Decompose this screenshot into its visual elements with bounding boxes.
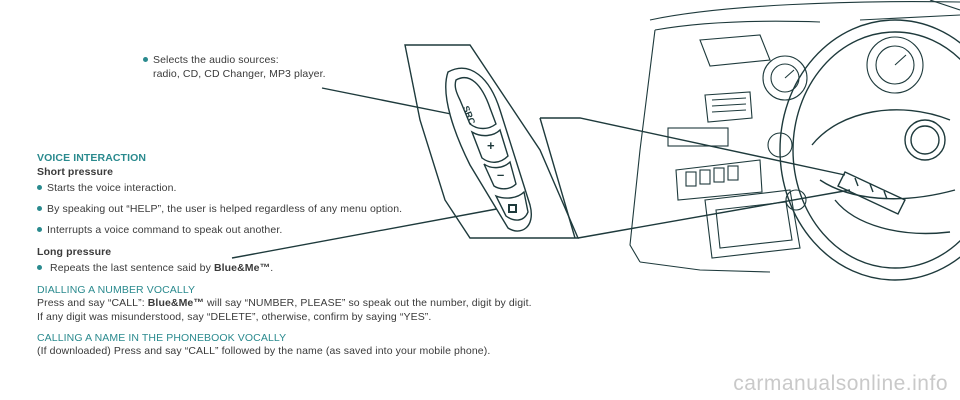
voice-heading: VOICE INTERACTION [37,152,147,164]
short-item-1: Starts the voice interaction. [37,182,177,195]
dialling-line-2: If any digit was misunderstood, say “DEL… [37,311,432,323]
leader-line-voice [231,207,503,259]
short-pressure-heading: Short pressure [37,166,114,178]
long-item-text: Repeats the last sentence said by [50,262,214,274]
dialling-line-1-suffix: will say “NUMBER, PLEASE” so speak out t… [203,297,532,309]
callout-line-2: radio, CD, CD Changer, MP3 player. [153,68,326,80]
calling-line-1: (If downloaded) Press and say “CALL” fol… [37,345,491,357]
callout-line-1: Selects the audio sources: [143,54,279,67]
long-item: Repeats the last sentence said by Blue&M… [37,262,273,275]
dialling-brand: Blue&Me™ [147,297,204,309]
brand-name: Blue&Me™ [213,262,271,274]
steering-control-pod [445,67,532,232]
volume-up-label: + [487,138,495,153]
dashboard-outline [629,0,960,273]
dialling-heading: DIALLING A NUMBER VOCALLY [37,284,196,296]
voice-button-icon [508,204,517,213]
leader-line-src [321,87,457,116]
long-item-end: . [270,262,274,274]
short-item-3: Interrupts a voice command to speak out … [37,224,282,237]
short-item-2: By speaking out “HELP”, the user is help… [37,203,402,216]
calling-heading: CALLING A NAME IN THE PHONEBOOK VOCALLY [37,332,287,344]
dialling-line-1-prefix: Press and say “CALL”: [37,297,148,309]
watermark: carmanualsonline.info [733,372,948,395]
zoom-panel [404,44,851,239]
long-pressure-heading: Long pressure [37,246,112,258]
volume-down-label: – [497,167,505,182]
dialling-line-1: Press and say “CALL”: Blue&Me™ will say … [37,297,532,310]
steering-wheel [779,19,960,281]
